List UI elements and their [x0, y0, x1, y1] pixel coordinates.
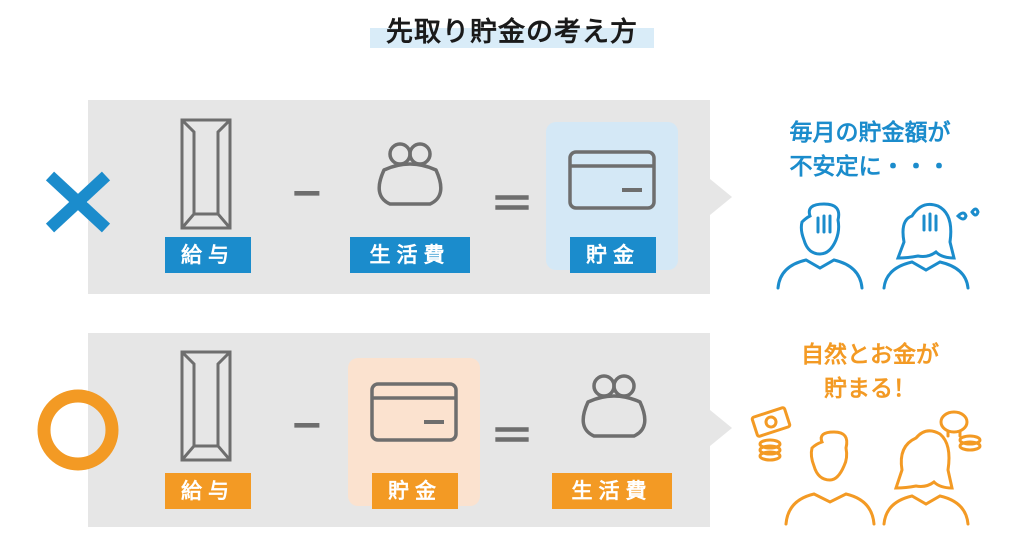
happy-people-icon: [750, 406, 982, 526]
savings-label: 貯金: [570, 237, 656, 273]
equals-sign: ＝: [490, 411, 534, 462]
envelope-icon: [180, 350, 232, 462]
right-message: 自然とお金が 貯まる！: [801, 342, 939, 402]
coin-purse-icon: [377, 142, 443, 206]
wrong-message: 毎月の貯金額が 不安定に・・・: [789, 120, 951, 180]
page-title: 先取り貯金の考え方: [386, 17, 638, 48]
cross-icon: [45, 171, 111, 233]
minus-sign: −: [290, 170, 324, 216]
card-icon: [370, 382, 458, 442]
salary-label: 給与: [165, 237, 251, 273]
salary-label: 給与: [165, 473, 251, 509]
living-cost-label: 生活費: [350, 237, 470, 273]
right-panel-tail: [710, 410, 732, 446]
worried-people-icon: [776, 202, 980, 290]
minus-sign: −: [290, 402, 324, 448]
circle-icon: [37, 389, 119, 471]
equals-sign: ＝: [490, 179, 534, 230]
wrong-panel-tail: [710, 179, 732, 215]
title-highlight: [370, 28, 654, 48]
coin-purse-icon: [581, 374, 647, 438]
living-cost-label: 生活費: [552, 473, 672, 509]
envelope-icon: [180, 118, 232, 230]
savings-label: 貯金: [372, 473, 458, 509]
card-icon: [568, 150, 656, 210]
